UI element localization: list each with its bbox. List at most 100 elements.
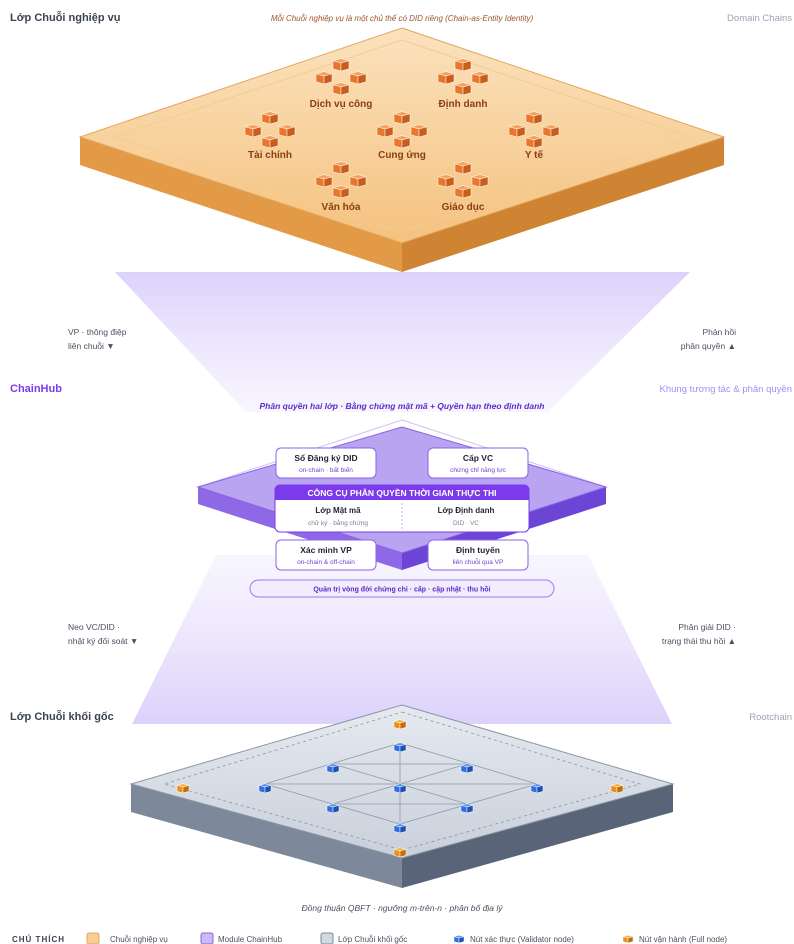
root-layer-right-label: Rootchain [749,712,792,723]
chain-cube-icon [332,161,350,175]
fullnode-legend-cube [622,934,634,944]
domain-layer-title: Lớp Chuỗi nghiệp vụ [10,11,120,24]
engine-crypto-title: Lớp Mật mã [315,506,361,515]
lower-flow-left-1: Neo VC/DID · [68,622,120,632]
rootchain-slab [129,704,675,888]
chain-cube-icon [349,174,367,188]
chain-cube-icon [454,185,472,199]
chain-cube-icon [437,71,455,85]
engine-crypto-sub: chữ ký · bằng chứng [308,518,368,527]
validator-node-icon [530,783,544,794]
chain-cluster: Văn hóa [315,161,367,213]
chain-cluster: Dịch vụ công [310,58,373,110]
chain-cube-icon [454,82,472,96]
module-issue-vc-title: Cấp VC [463,453,493,463]
lower-flow-left-2: nhật ký đối soát ▼ [68,636,138,646]
chain-label: Y tế [525,149,544,161]
chain-cube-icon [315,71,333,85]
legend-swatch-rootchain [320,932,334,944]
legend-label-validator: Nút xác thực (Validator node) [470,935,574,944]
chainhub-subtitle: Phân quyền hai lớp · Bằng chứng mật mã +… [260,400,545,411]
chain-cube-icon [393,111,411,125]
validator-node-icon [326,803,340,814]
chain-label: Dịch vụ công [310,99,373,110]
chain-cube-icon [315,174,333,188]
upper-flow-left-1: VP · thông điệp [68,327,127,337]
upper-flow-right-2: phân quyền ▲ [681,341,736,351]
lower-flow-right-1: Phân giải DID · [678,622,736,632]
module-verify-vp: Xác minh VP on-chain & off-chain [275,539,377,571]
module-routing-sub: liên chuỗi qua VP [453,557,504,566]
chain-cube-icon [525,135,543,149]
chain-cube-icon [508,124,526,138]
chain-label: Định danh [439,99,488,110]
legend: CHÚ THÍCH Chuỗi nghiệp vụ Module ChainHu… [12,932,727,944]
engine-title: CÔNG CỤ PHÂN QUYỀN THỜI GIAN THỰC THI [307,487,496,498]
full-node-icon [393,847,407,858]
authorization-engine: CÔNG CỤ PHÂN QUYỀN THỜI GIAN THỰC THI Lớ… [274,484,530,533]
upper-funnel [115,272,690,412]
full-node-icon [176,783,190,794]
lifecycle-bar: Quản trị vòng đời chứng chỉ · cấp · cập … [249,579,555,598]
module-routing: Định tuyến liên chuỗi qua VP [427,539,529,571]
engine-identity-sub: DID · VC [453,520,479,527]
chainhub-right-label: Khung tương tác & phân quyền [660,384,793,395]
validator-node-icon [460,803,474,814]
domain-layer-subtitle: Mỗi Chuỗi nghiệp vụ là một chủ thể có DI… [271,14,534,23]
legend-label-chainhub: Module ChainHub [218,935,283,944]
legend-fullnode-icon [622,934,634,944]
full-node-icon [393,719,407,730]
module-verify-vp-sub: on-chain & off-chain [297,559,355,566]
legend-swatch-chainhub [200,932,214,944]
chain-cube-icon [471,71,489,85]
validator-node-icon [393,823,407,834]
chainhub-title: ChainHub [10,383,62,395]
legend-swatch-domain [86,932,100,944]
full-node-icon [610,783,624,794]
engine-identity-title: Lớp Định danh [438,506,495,515]
chain-label: Tài chính [248,150,292,161]
validator-node-icon [393,742,407,753]
validator-node-icon [326,763,340,774]
module-did-registry-title: Sổ Đăng ký DID [294,453,357,463]
chain-cube-icon [244,124,262,138]
chain-cube-icon [261,111,279,125]
chain-cube-icon [454,58,472,72]
legend-validator-icon [453,934,465,944]
chain-cube-icon [376,124,394,138]
validator-node-icon [393,783,407,794]
chain-label: Giáo dục [442,202,485,213]
module-issue-vc-sub: chứng chỉ năng lực [450,466,506,474]
root-layer-title: Lớp Chuỗi khối gốc [10,710,114,723]
chain-cluster: Định danh [437,58,489,110]
module-did-registry: Sổ Đăng ký DID on-chain · bất biến [275,447,377,479]
chain-cube-icon [393,135,411,149]
chain-cube-icon [410,124,428,138]
legend-title: CHÚ THÍCH [12,935,65,944]
chain-cube-icon [525,111,543,125]
legend-label-domain: Chuỗi nghiệp vụ [110,935,168,944]
upper-flow-right-1: Phản hồi [702,327,736,337]
chain-cube-icon [437,174,455,188]
domain-layer-right-label: Domain Chains [727,13,792,24]
legend-label-rootchain: Lớp Chuỗi khối gốc [338,935,407,944]
chain-cluster: Y tế [508,111,560,161]
chain-cluster: Tài chính [244,111,296,161]
chain-cube-icon [471,174,489,188]
chain-cluster: Giáo dục [437,161,489,213]
chain-cube-icon [332,82,350,96]
lower-flow-right-2: trạng thái thu hồi ▲ [662,636,736,646]
chain-label: Cung ứng [378,150,426,161]
legend-label-fullnode: Nút vận hành (Full node) [639,935,727,944]
module-routing-title: Định tuyến [456,545,500,555]
chain-cube-icon [454,161,472,175]
upper-flow-left-2: liên chuỗi ▼ [68,341,115,351]
chain-cube-icon [332,58,350,72]
consensus-caption: Đồng thuận QBFT · ngưỡng m-trên-n · phân… [302,903,504,913]
module-verify-vp-title: Xác minh VP [300,545,352,555]
validator-node-icon [460,763,474,774]
chain-cube-icon [542,124,560,138]
chain-label: Văn hóa [322,202,361,213]
chain-cluster: Cung ứng [376,111,428,161]
